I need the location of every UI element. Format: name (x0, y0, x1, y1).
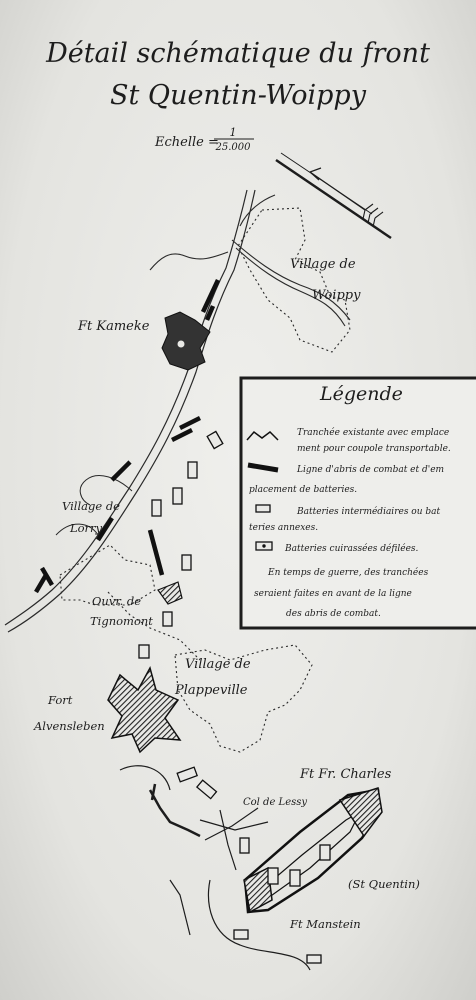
legend-battery-symbol (255, 504, 271, 513)
label-st-quentin: (St Quentin) (348, 877, 420, 891)
shelter-lines (34, 279, 221, 594)
label-tignomont-1: Ouvr. de (92, 594, 141, 608)
label-alvensleben-2: Alvensleben (33, 719, 105, 733)
lorry-road (55, 475, 133, 539)
lessy-lines (119, 765, 311, 971)
legend-armored-symbol (255, 541, 273, 551)
label-lorry-1: Village de (62, 499, 120, 513)
title-line-1: Détail schématique du front (45, 38, 430, 69)
label-plappeville-2: Plappeville (174, 683, 248, 698)
legend-item-2-line-1: Ligne d'abris de combat et d'em (296, 465, 444, 475)
legend-item-3-line-2: teries annexes. (249, 523, 318, 533)
fort-tignomont (157, 581, 183, 605)
label-kameke: Ft Kameke (77, 319, 150, 334)
legend-trench-symbol (246, 430, 279, 441)
scale-numerator: 1 (230, 126, 237, 139)
legend-title: Légende (319, 383, 403, 405)
village-woippy-outline (237, 207, 351, 353)
title-line-2: St Quentin-Woippy (110, 80, 367, 111)
label-woippy-1: Village de (290, 257, 356, 272)
north-arrow-icon (275, 152, 392, 240)
label-lorry-2: Lorry (69, 521, 103, 535)
fort-fr-charles-st-quentin (243, 787, 383, 914)
woippy-road (149, 194, 351, 327)
fort-kameke (161, 311, 211, 371)
label-lessy: Col de Lessy (243, 797, 307, 808)
label-plappeville-1: Village de (185, 657, 251, 672)
legend-shelter-symbol (247, 462, 279, 473)
legend-item-1-line-1: Tranchée existante avec emplace (297, 427, 449, 438)
label-alvensleben-1: Fort (47, 693, 73, 707)
label-woippy-2: Woippy (312, 288, 361, 303)
village-plappeville-outline (174, 644, 313, 753)
terrain-outline (107, 591, 201, 661)
legend-note-line-2: seraient faites en avant de la ligne (254, 589, 412, 599)
legend-item-1-line-2: ment pour coupole transportable. (297, 444, 451, 454)
scale-denominator: 25.000 (215, 142, 252, 153)
batteries (138, 430, 331, 964)
legend: Légende Tranchée existante avec emplace … (239, 376, 476, 630)
village-lorry-outline (59, 544, 156, 606)
fort-alvensleben (107, 666, 182, 754)
label-tignomont-2: Tignomont (90, 614, 153, 628)
main-road (4, 189, 256, 633)
label-fr-charles: Ft Fr. Charles (299, 767, 392, 782)
trench-lessy (148, 783, 201, 838)
legend-note-line-1: En temps de guerre, des tranchées (267, 567, 429, 578)
legend-item-3-line-1: Batteries intermédiaires ou bat (296, 506, 441, 517)
label-manstein: Ft Manstein (289, 917, 361, 931)
legend-box (239, 376, 476, 630)
legend-note-line-3: des abris de combat. (286, 609, 381, 619)
legend-item-4-line-1: Batteries cuirassées défilées. (284, 543, 419, 554)
scale-prefix: Echelle = (154, 135, 219, 150)
legend-item-2-line-2: placement de batteries. (249, 485, 357, 495)
